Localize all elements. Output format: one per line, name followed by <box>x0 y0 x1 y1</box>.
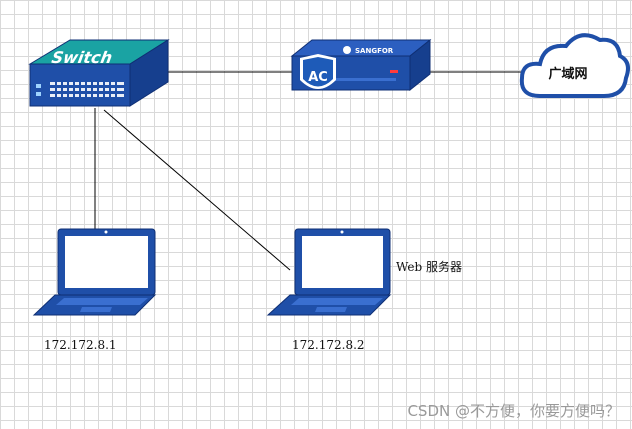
controller-badge-text: AC <box>308 70 328 85</box>
link-switch-laptop-right <box>103 109 291 271</box>
laptop-icon <box>266 228 392 316</box>
switch-icon: Switch <box>28 39 170 107</box>
connection-lines <box>94 71 522 271</box>
switch-brand-text: Switch <box>50 48 114 67</box>
web-server-label: Web 服务器 <box>396 260 462 274</box>
laptop-icon <box>32 228 157 316</box>
cloud-label: 广域网 <box>548 66 587 82</box>
ip-label-right: 172.172.8.2 <box>292 338 365 352</box>
watermark-text: CSDN @不方便，你要方便吗？ <box>407 402 620 420</box>
cloud-icon: 广域网 <box>519 33 630 98</box>
controller-brand-text: SANGFOR <box>355 47 394 55</box>
ip-label-left: 172.172.8.1 <box>44 338 117 352</box>
access-controller-icon: AC SANGFOR <box>290 38 432 92</box>
